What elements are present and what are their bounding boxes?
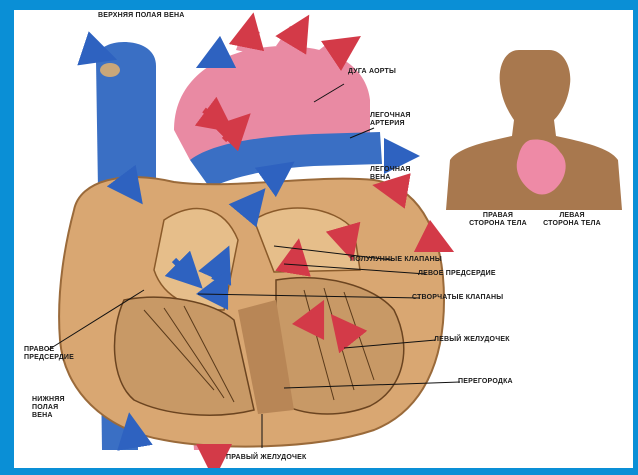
label-inferior-vena-cava: НИЖНЯЯ ПОЛАЯ ВЕНА [32, 396, 78, 420]
label-left-atrium: ЛЕВОЕ ПРЕДСЕРДИЕ [418, 270, 496, 278]
body-silhouette [446, 50, 622, 210]
label-aortic-arch: ДУГА АОРТЫ [348, 68, 396, 76]
label-right-ventricle: ПРАВЫЙ ЖЕЛУДОЧЕК [226, 454, 306, 462]
label-superior-vena-cava: ВЕРХНЯЯ ПОЛАЯ ВЕНА [98, 12, 185, 20]
label-pulmonary-artery: ЛЕГОЧНАЯ АРТЕРИЯ [370, 112, 422, 128]
label-semilunar-valves: ПОЛУЛУННЫЕ КЛАПАНЫ [350, 256, 442, 264]
diagram-frame: ВЕРХНЯЯ ПОЛАЯ ВЕНА ДУГА АОРТЫ ЛЕГОЧНАЯ А… [14, 10, 633, 468]
label-septum: ПЕРЕГОРОДКА [458, 378, 513, 386]
label-cuspid-valves: СТВОРЧАТЫЕ КЛАПАНЫ [412, 294, 503, 302]
heart-diagram [14, 10, 633, 468]
label-right-atrium: ПРАВОЕ ПРЕДСЕРДИЕ [24, 346, 70, 362]
label-left-side: ЛЕВАЯ СТОРОНА ТЕЛА [542, 212, 602, 228]
label-pulmonary-vein: ЛЕГОЧНАЯ ВЕНА [370, 166, 422, 182]
label-right-side: ПРАВАЯ СТОРОНА ТЕЛА [468, 212, 528, 228]
label-left-ventricle: ЛЕВЫЙ ЖЕЛУДОЧЕК [434, 336, 510, 344]
